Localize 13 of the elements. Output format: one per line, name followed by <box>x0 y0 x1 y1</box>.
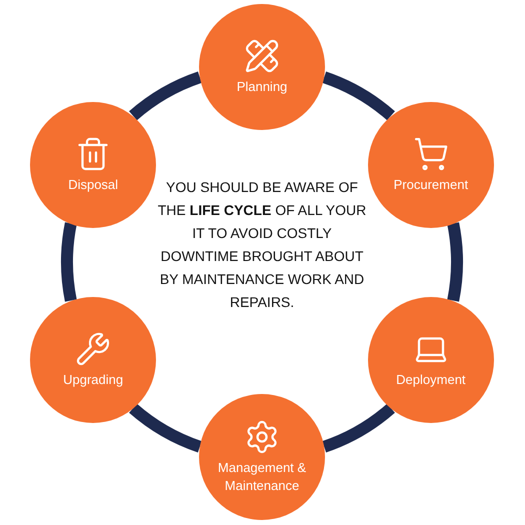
stage-label: Upgrading <box>63 370 124 388</box>
ring-arc <box>61 222 77 302</box>
stage-label: Procurement <box>394 176 468 194</box>
ring-arc <box>322 404 395 452</box>
stage-label: Disposal <box>68 176 118 194</box>
stage-label: Deployment <box>396 370 466 388</box>
stage-label: Management & Maintenance <box>216 459 308 495</box>
ring-arc <box>129 404 202 452</box>
center-message: YOU SHOULD BE AWARE OF THE LIFE CYCLE OF ALL YOUR IT TO AVOID COSTLY DOWNTIME BROUGHT ABOUT BY MAINTENANCE WORK AND REPAIRS. <box>156 178 368 312</box>
ring-arc <box>322 72 395 120</box>
ring-arc <box>129 72 202 120</box>
ring-arc <box>447 222 463 302</box>
stage-label: Planning <box>236 78 288 96</box>
